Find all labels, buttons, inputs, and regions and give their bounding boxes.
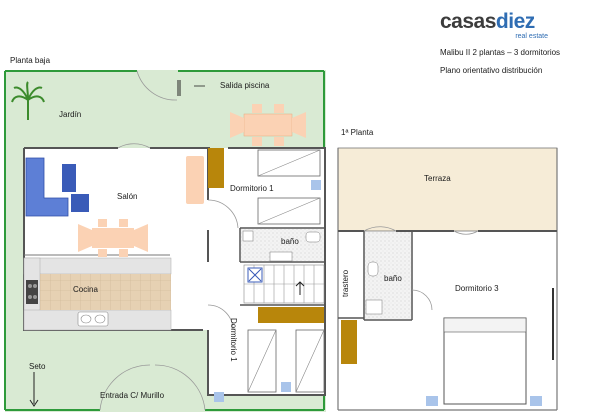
house-wall-right — [207, 147, 326, 396]
first-floor-outline — [337, 148, 558, 411]
bedroom-1-vertical-label: Dormitorio 1 — [229, 318, 238, 362]
pool-exit-label: Salida piscina — [220, 81, 270, 90]
first-floor-title: 1ª Planta — [341, 128, 374, 137]
nightstand — [311, 180, 321, 190]
double-bed — [426, 317, 542, 406]
bathroom-wall — [239, 227, 325, 263]
hedge-label: Seto — [29, 362, 46, 371]
hedge-arrow-icon — [29, 372, 39, 407]
living-door-swing — [117, 143, 151, 149]
logo-brand-left: casas — [440, 10, 496, 33]
entrance-label: Entrada C/ Murillo — [100, 391, 165, 400]
living-cabinet — [186, 156, 204, 204]
washbasin — [365, 299, 383, 315]
terrace-door-swing-2 — [453, 230, 479, 235]
plan-model-title: Malibu II 2 plantas – 3 dormitorios — [440, 48, 561, 57]
garden-label: Jardín — [59, 110, 82, 119]
sofa — [25, 157, 89, 217]
bedroom2-door-swing — [207, 304, 234, 331]
bedroom2-furniture — [214, 329, 325, 402]
kitchen-label: Cocina — [73, 285, 98, 294]
terrace-area — [337, 147, 558, 232]
wardrobe — [208, 148, 224, 188]
terrace-door-swing — [363, 226, 397, 232]
kitchen — [23, 257, 172, 331]
ground-bathroom-label: baño — [281, 237, 299, 246]
ground-bathroom — [241, 229, 324, 262]
upper-bathroom-label: baño — [384, 274, 402, 283]
pool-gate-swing — [136, 70, 178, 101]
bedroom-3-label: Dormitorio 3 — [455, 284, 499, 293]
pool-exit-gate-icon — [177, 80, 181, 96]
logo-brand-right: diez — [495, 10, 535, 33]
toilet — [367, 261, 379, 277]
bedroom-door-swing — [207, 199, 239, 229]
logo-brand: casasdiez — [440, 10, 535, 34]
bathroom-door-swing — [411, 289, 433, 311]
dining-table — [78, 219, 148, 257]
ground-floor — [4, 70, 326, 412]
plan-description: Plano orientativo distribución — [440, 66, 543, 75]
plot-boundary — [4, 70, 325, 410]
wardrobe-lower — [258, 307, 324, 323]
garden-dining-table — [230, 104, 306, 146]
living-room-label: Salón — [117, 192, 138, 201]
palm-tree-icon — [11, 81, 45, 120]
entrance-gate-swing — [99, 364, 151, 411]
first-floor — [337, 147, 558, 411]
bedroom1-furniture — [208, 148, 321, 225]
bathroom-walls — [363, 231, 413, 321]
wardrobe-upper — [341, 320, 357, 364]
storage-label: trastero — [341, 269, 350, 297]
ground-floor-title: Planta baja — [10, 56, 51, 65]
casasdiez-logo: casasdiez real estate — [440, 10, 550, 42]
stairs — [243, 264, 325, 304]
logo-subtitle: real estate — [515, 33, 548, 40]
entrance-gate-swing-2 — [154, 364, 206, 411]
terrace-label: Terraza — [424, 174, 451, 183]
bedroom-1-label: Dormitorio 1 — [230, 184, 274, 193]
